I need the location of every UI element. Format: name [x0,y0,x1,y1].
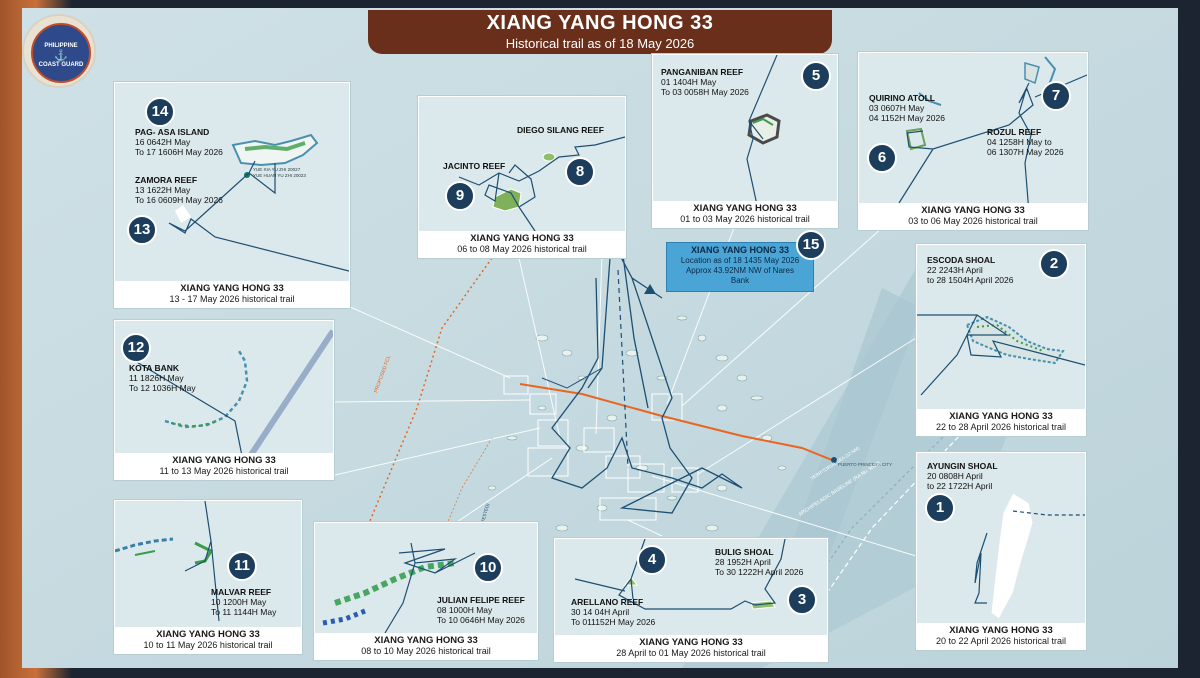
proposed-fcl-line [366,257,493,529]
connector-lines [321,227,917,557]
coast-guard-seal-icon: PHILIPPINE ⚓ COAST GUARD [22,14,96,88]
puerto-princesa-marker [831,457,837,463]
trail-dashed [617,269,629,469]
callout-line4: Bank [730,276,750,285]
badge-5: 5 [801,61,831,91]
callout-line3: Approx 43.92NM NW of Nares [685,266,795,275]
seal-inner: PHILIPPINE ⚓ COAST GUARD [31,23,91,83]
badge-4: 4 [637,545,667,575]
badge-8: 8 [565,157,595,187]
seal-text-bottom: COAST GUARD [38,62,84,68]
badge-7: 7 [1041,81,1071,111]
panel-4-trail [574,539,786,610]
panel-7-trail [898,56,1087,214]
badge-14: 14 [145,97,175,127]
badge-15: 15 [796,230,826,260]
panel-2-trail [917,314,1085,396]
title-banner: XIANG YANG HONG 33 Historical trail as o… [368,10,832,54]
diego-silang-label: DIEGO SILANG REEF [517,125,604,135]
page-title: XIANG YANG HONG 33 [486,12,714,34]
badge-2: 2 [1039,249,1069,279]
route-line [519,383,833,461]
seal-text-top: PHILIPPINE [44,43,78,49]
badge-6: 6 [867,143,897,173]
badge-13: 13 [127,215,157,245]
kpa-line [421,437,493,609]
current-position-marker [644,284,656,294]
panel-jacinto-diego-silang[interactable]: 9 8 DIEGO SILANG REEF JACINTO REEF XIANG… [418,96,626,258]
city-label: PUERTO PRINCESA CITY [838,462,892,467]
badge-10: 10 [473,553,503,583]
panel-1-trail [974,492,1085,620]
panel-14-trail [168,133,349,272]
anchor-icon: ⚓ [54,50,68,62]
callout-line2: Location as of 18 1435 May 2026 [680,256,800,265]
badge-12: 12 [121,333,151,363]
main-trail [541,247,743,514]
badge-1: 1 [925,493,955,523]
callout-title: XIANG YANG HONG 33 [690,245,790,255]
page-subtitle: Historical trail as of 18 May 2026 [505,36,695,51]
jacinto-label: JACINTO REEF [443,161,506,171]
badge-3: 3 [787,585,817,615]
badge-11: 11 [227,551,257,581]
highlight-boxes [503,375,699,521]
panel-11-trail [115,501,220,622]
panel-5-trail [746,55,781,206]
panel-10-trail [322,542,476,634]
current-location-callout[interactable]: XIANG YANG HONG 33 Location as of 18 143… [666,242,814,292]
reef-islands [487,315,787,532]
badge-9: 9 [445,181,475,211]
